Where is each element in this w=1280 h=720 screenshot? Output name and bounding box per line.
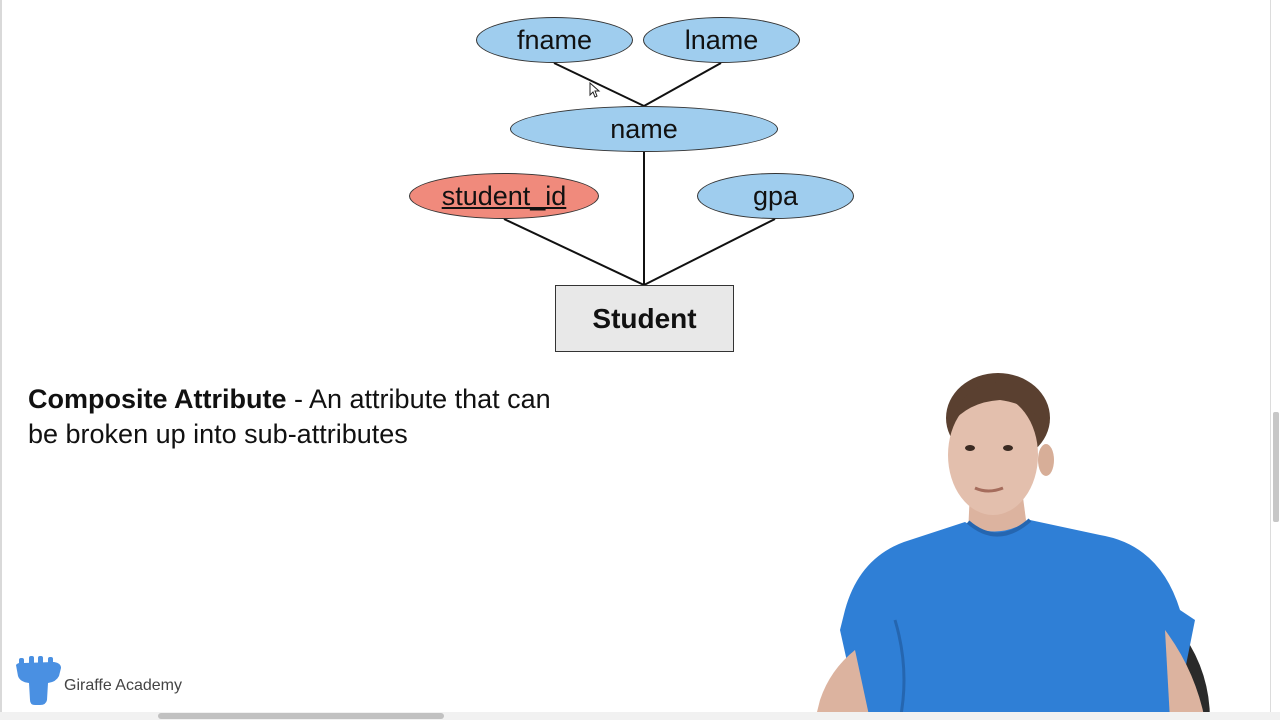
line-lname-name xyxy=(643,62,722,107)
attribute-lname: lname xyxy=(643,17,800,63)
attribute-student-id: student_id xyxy=(409,173,599,219)
definition-text: An attribute that can be broken up into … xyxy=(28,384,551,449)
definition-separator: - xyxy=(286,384,310,414)
attribute-gpa-label: gpa xyxy=(752,180,799,211)
left-border xyxy=(0,0,2,720)
entity-student-label: Student xyxy=(592,302,697,334)
attribute-fname-label: fname xyxy=(516,24,593,55)
presenter-video xyxy=(815,373,1210,720)
definition: Composite Attribute - An attribute that … xyxy=(28,382,588,452)
right-border xyxy=(1270,0,1271,720)
line-studentid-student xyxy=(503,218,645,286)
presenter-shirt xyxy=(840,520,1195,720)
mouse-cursor-icon xyxy=(589,82,601,98)
attribute-name-label: name xyxy=(610,113,678,144)
attribute-fname: fname xyxy=(476,17,633,63)
presenter-ear xyxy=(1038,444,1054,476)
presenter-arm-left xyxy=(815,650,870,720)
presenter-head xyxy=(948,395,1038,515)
er-diagram: fname lname name student_id gpa Student xyxy=(409,17,854,352)
attribute-name: name xyxy=(510,106,778,152)
brand-name: Giraffe Academy xyxy=(64,677,182,694)
giraffe-icon xyxy=(16,656,61,705)
attribute-student-id-label: student_id xyxy=(441,180,567,211)
entity-student: Student xyxy=(555,285,734,352)
definition-term: Composite Attribute xyxy=(28,384,287,414)
vertical-scrollbar-thumb[interactable] xyxy=(1273,412,1279,522)
connector-lines xyxy=(503,62,776,286)
giraffe-academy-logo: Giraffe Academy xyxy=(16,656,182,706)
horizontal-scrollbar-thumb[interactable] xyxy=(158,713,444,719)
attribute-gpa: gpa xyxy=(697,173,854,219)
horizontal-scrollbar[interactable] xyxy=(0,712,1280,720)
attribute-lname-label: lname xyxy=(684,24,759,55)
presenter-arm-right xyxy=(1165,630,1205,720)
line-gpa-student xyxy=(643,218,776,286)
line-fname-name xyxy=(553,62,645,107)
